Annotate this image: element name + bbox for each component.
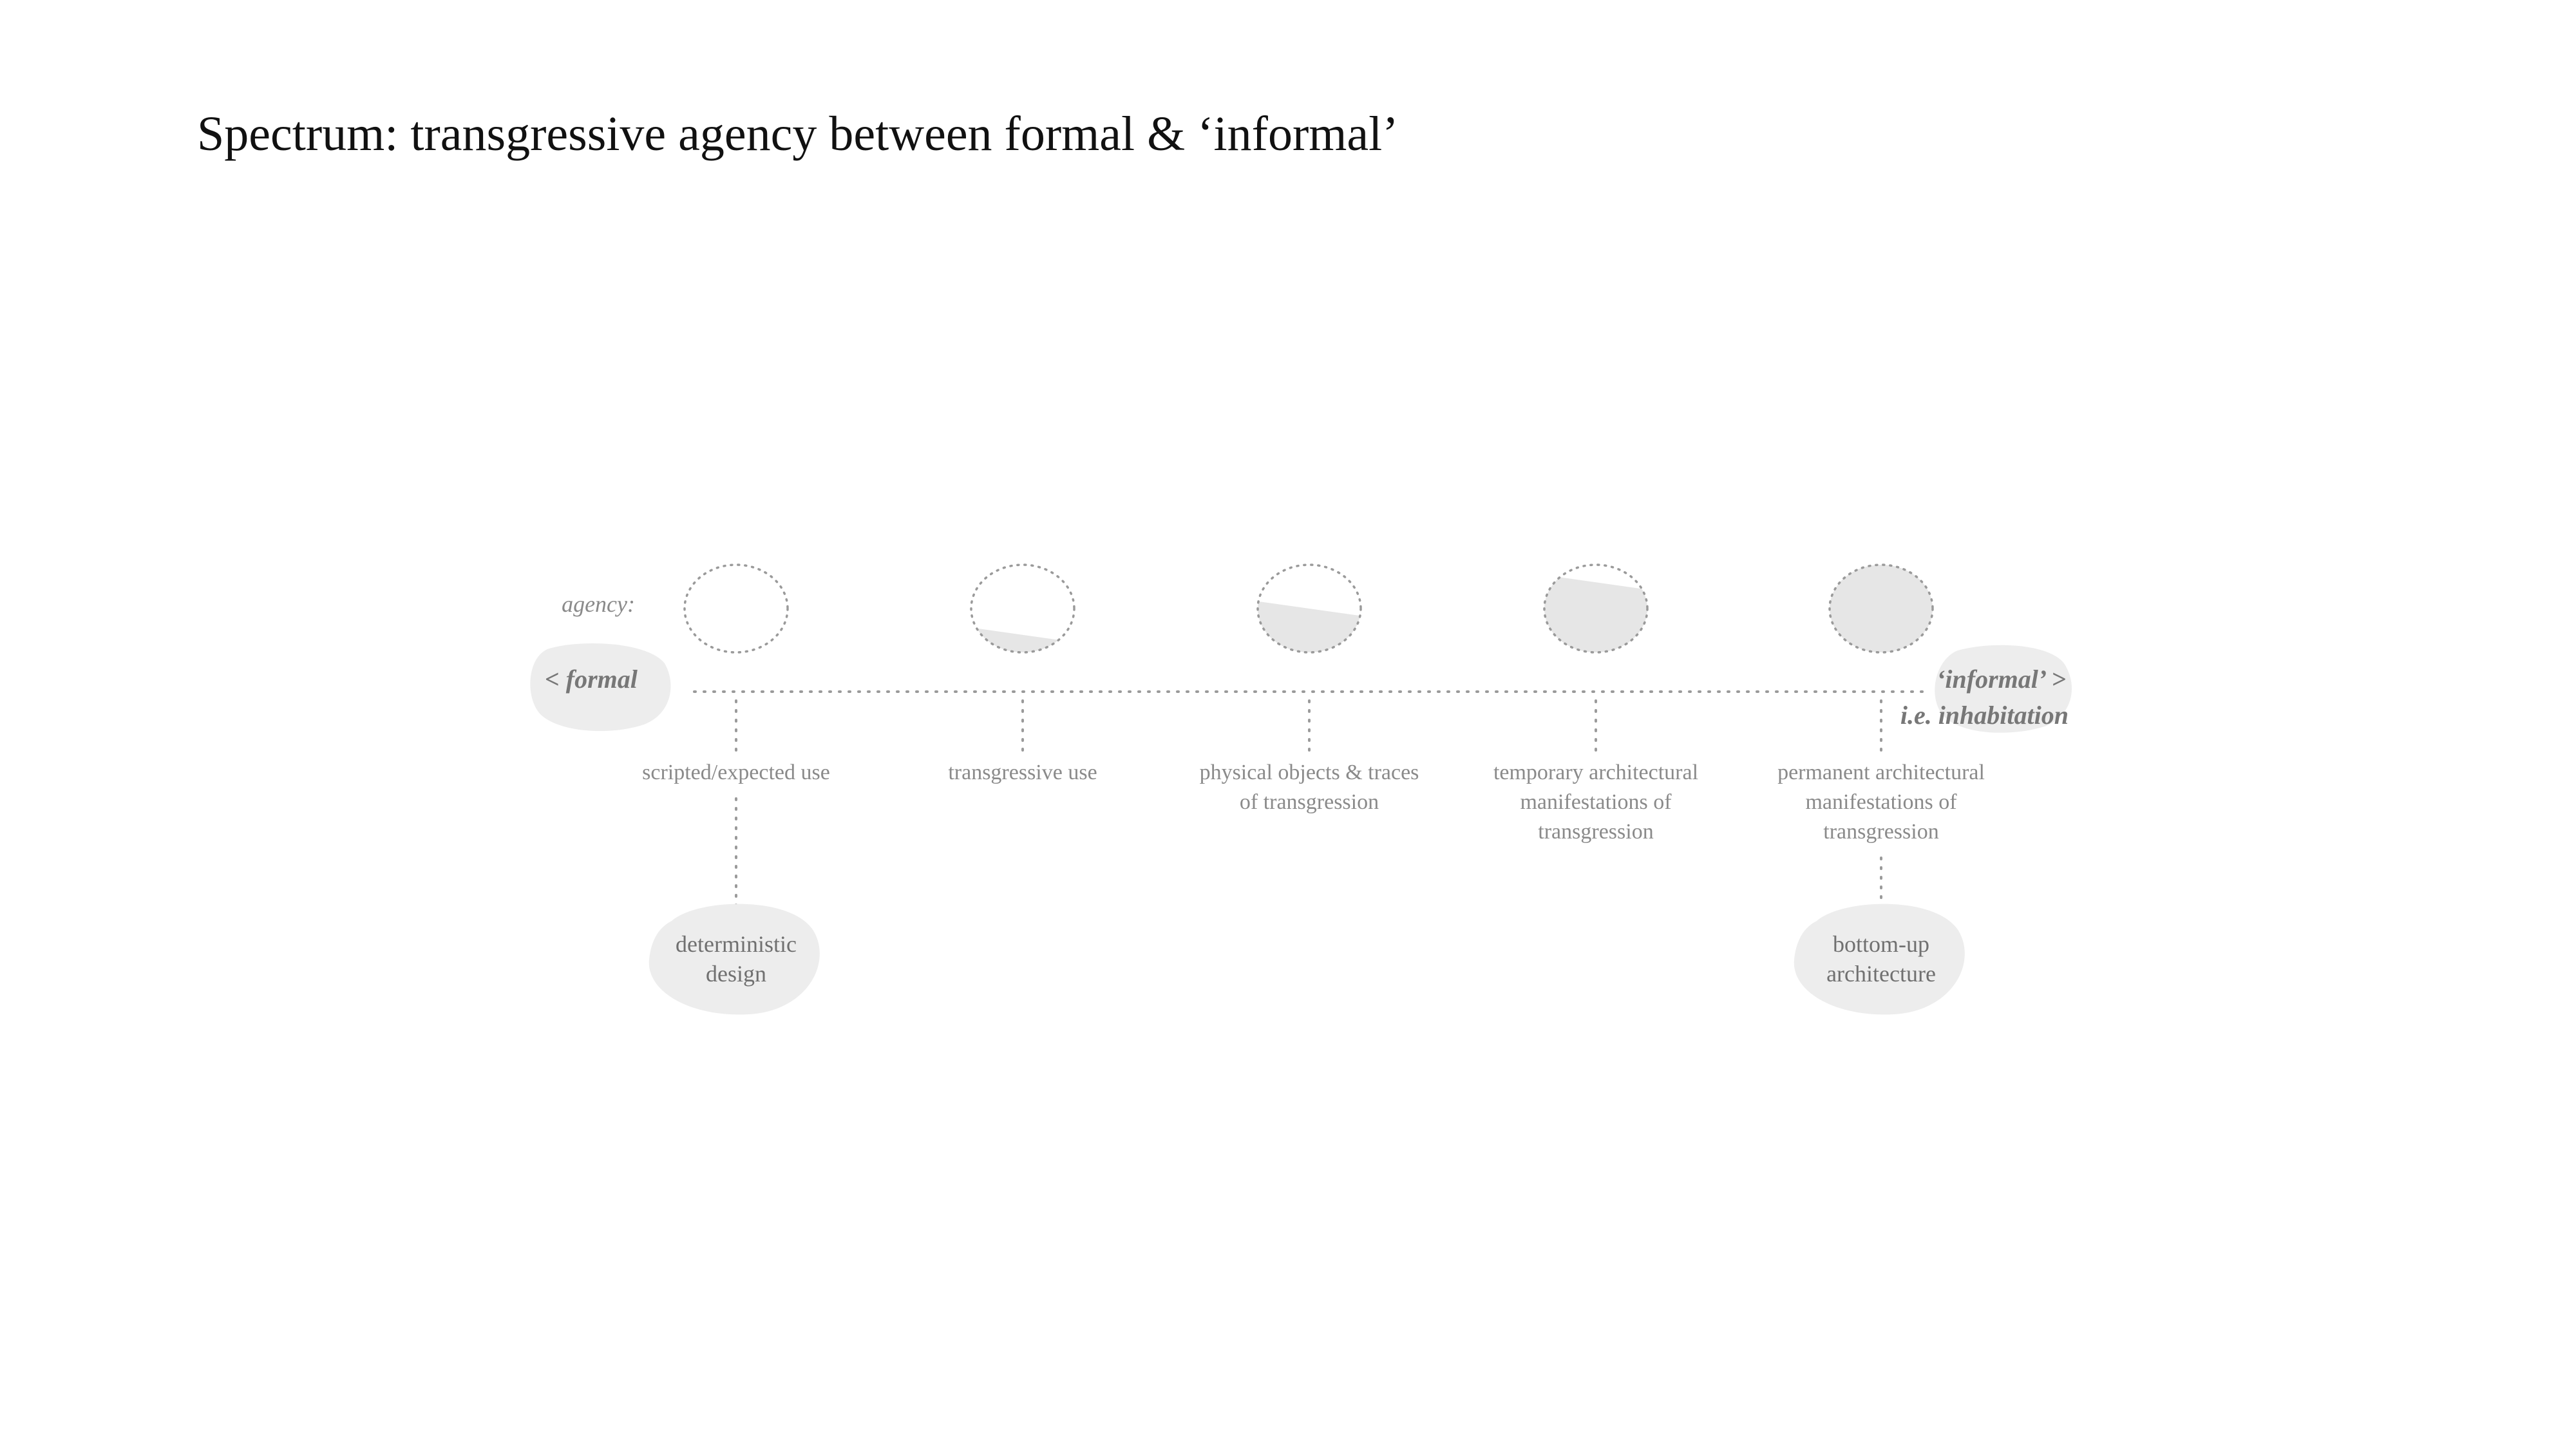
agency-circle-4 <box>1543 564 1649 654</box>
agency-circle-3 <box>1256 564 1362 654</box>
stage-label-5-line-3: transgression <box>1823 820 1938 844</box>
stage-label-4-line-3: transgression <box>1538 820 1653 844</box>
stage-label-3-line-2: of transgression <box>1240 790 1379 814</box>
outcome-blob-1 <box>649 904 820 1015</box>
stage-label-1-line-1: scripted/expected use <box>642 761 830 784</box>
agency-circle-2 <box>970 564 1075 654</box>
stage-1: scripted/expected use <box>642 564 830 784</box>
agency-circle-1 <box>683 564 789 654</box>
outcome-2: bottom-up architecture <box>1794 857 1965 1015</box>
agency-fill-2 <box>971 627 1074 652</box>
outcome-label-1-line-1: deterministic <box>676 931 797 957</box>
formal-blob <box>530 643 671 732</box>
stage-label-4-line-1: temporary architectural <box>1493 761 1698 784</box>
agency-circle-5 <box>1828 564 1934 654</box>
stage-label-5-line-2: manifestations of <box>1805 790 1957 814</box>
stage-label-4-line-2: manifestations of <box>1520 790 1672 814</box>
stage-label-3-line-1: physical objects & traces <box>1200 761 1419 784</box>
stage-3: physical objects & traces of transgressio… <box>1200 564 1419 814</box>
outcome-1: deterministic design <box>649 797 820 1015</box>
outcome-label-1-line-2: design <box>706 961 766 987</box>
outcome-label-2-line-1: bottom-up <box>1833 931 1929 957</box>
agency-fill-5 <box>1830 565 1933 652</box>
stage-label-5-line-1: permanent architectural <box>1777 761 1985 784</box>
stage-5: permanent architectural manifestations of… <box>1777 564 1985 844</box>
agency-fill-4 <box>1544 574 1647 652</box>
stage-4: temporary architectural manifestations of… <box>1493 564 1698 844</box>
slide-title: Spectrum: transgressive agency between f… <box>197 107 1399 161</box>
outcome-blob-2 <box>1794 904 1965 1015</box>
formal-end-label: < formal <box>545 665 638 694</box>
outcome-label-2-line-2: architecture <box>1826 961 1936 987</box>
stage-label-2-line-1: transgressive use <box>948 761 1097 784</box>
informal-blob <box>1935 645 2072 733</box>
stage-2: transgressive use <box>948 564 1097 784</box>
inhabitation-label: i.e. inhabitation <box>1900 701 2069 730</box>
agency-fill-3 <box>1258 601 1361 652</box>
outcome-layer: deterministic design bottom-up architecture <box>649 797 1965 1015</box>
stage-layer: scripted/expected use transgressive use ph… <box>642 564 1985 844</box>
agency-label: agency: <box>562 591 635 617</box>
informal-end-label: ‘informal’ > <box>1937 665 2066 694</box>
